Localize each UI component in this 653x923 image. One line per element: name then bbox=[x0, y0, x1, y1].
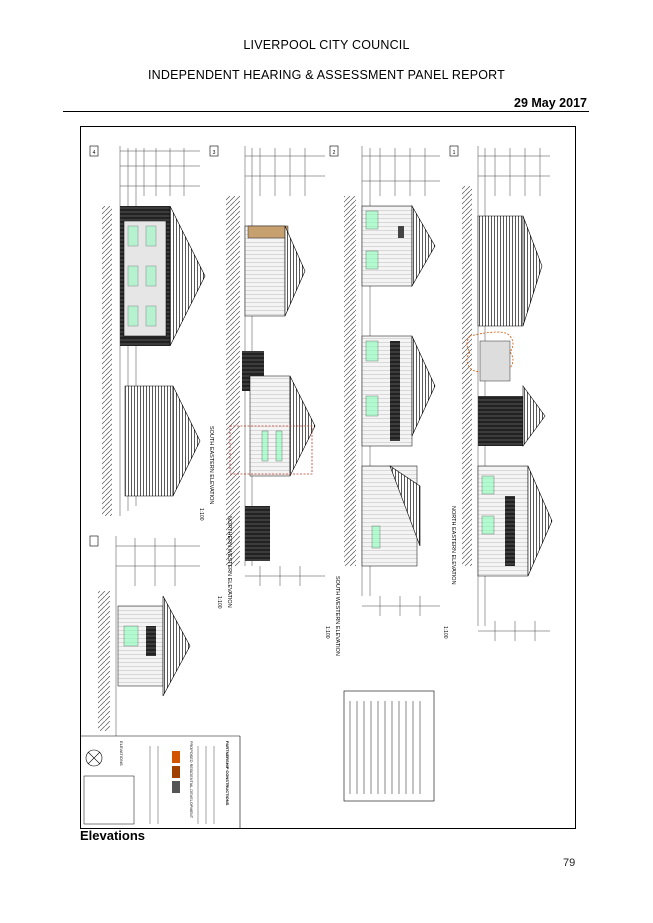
scale-1: 1:100 bbox=[442, 626, 448, 639]
title-block: ELEVATIONS PARTNERSHIP CONSTRUCTIONS PRO… bbox=[80, 735, 241, 829]
scale-4: 1:100 bbox=[198, 508, 204, 521]
panel-number-3: 3 bbox=[213, 150, 216, 156]
report-title: INDEPENDENT HEARING & ASSESSMENT PANEL R… bbox=[147, 68, 505, 82]
label-northern-western-elevation: NORTHERN WESTERN ELEVATION bbox=[226, 516, 232, 608]
title-block-project: PROPOSED RESIDENTIAL DEVELOPMENT bbox=[189, 741, 193, 819]
label-south-western-elevation: SOUTH WESTERN ELEVATION bbox=[334, 576, 340, 656]
header-divider bbox=[63, 111, 589, 112]
figure-caption: Elevations bbox=[80, 828, 146, 843]
panel-small-elevation bbox=[89, 535, 200, 736]
panel-south-eastern-elevation: 4 SOUTH EASTERN ELEVATION 1:100 bbox=[89, 145, 214, 521]
panel-number-4: 4 bbox=[93, 150, 96, 156]
title-block-sheet: ELEVATIONS bbox=[119, 741, 124, 766]
page-number: 79 bbox=[563, 857, 576, 869]
architectural-elevations-drawing: 4 SOUTH EASTERN ELEVATION 1:100 bbox=[80, 126, 576, 829]
title-block-company: PARTNERSHIP CONSTRUCTIONS bbox=[225, 741, 230, 806]
label-south-eastern-elevation: SOUTH EASTERN ELEVATION bbox=[208, 426, 214, 504]
panel-number-1: 1 bbox=[453, 150, 456, 156]
panel-number-2: 2 bbox=[333, 150, 336, 156]
report-date: 29 May 2017 bbox=[514, 96, 587, 110]
label-north-eastern-elevation: NORTH EASTERN ELEVATION bbox=[450, 506, 456, 585]
notes-legend-box bbox=[343, 690, 435, 802]
scale-3: 1:100 bbox=[216, 596, 222, 609]
council-name: LIVERPOOL CITY COUNCIL bbox=[243, 38, 410, 52]
panel-south-western-elevation: 2 SOUTH WESTERN ELEVATION 1: bbox=[324, 145, 440, 656]
scale-2: 1:100 bbox=[324, 626, 330, 639]
panel-north-eastern-elevation: 1 NORTH EASTERN ELEVATION 1:100 bbox=[442, 145, 553, 641]
panel-northern-western-elevation: 3 NORTHERN WESTERN ELEVATION 1:100 bbox=[209, 145, 325, 609]
